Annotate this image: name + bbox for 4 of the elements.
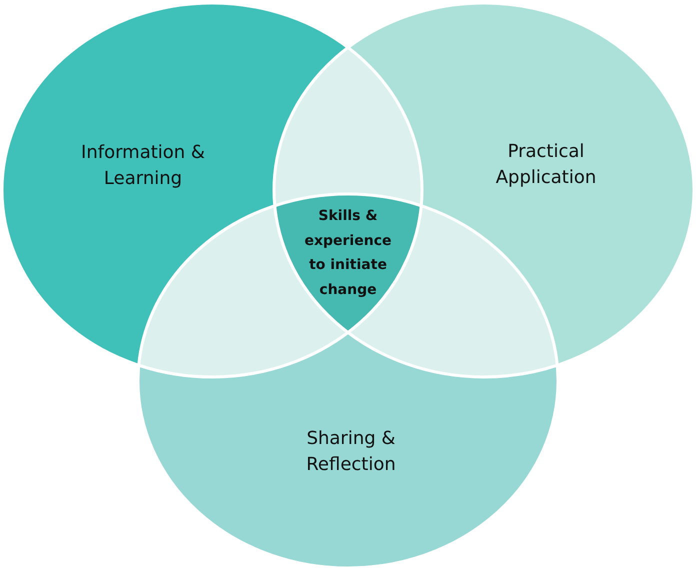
circle-label: Information & Learning (80, 140, 206, 191)
circle-label: Sharing & Reflection (305, 426, 397, 477)
center-label: Skills & experience to initiate change (303, 207, 392, 300)
circle-label: Practical Application (494, 140, 598, 190)
